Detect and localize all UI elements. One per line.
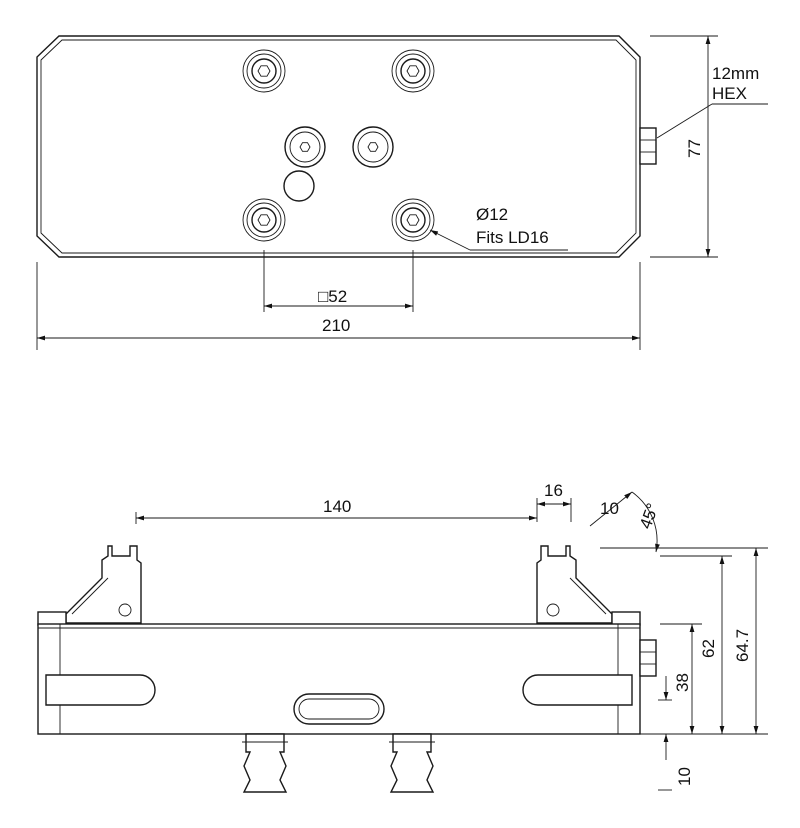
hex-label-line2: HEX: [712, 84, 747, 103]
dim-140-label: 140: [323, 497, 351, 516]
hex-adjuster: [639, 127, 657, 165]
dim-16-label: 16: [544, 481, 563, 500]
side-view: 140 16 10 45° 64.7 62 38 10: [37, 481, 768, 793]
bolt-label-line1: Ø12: [476, 205, 508, 224]
plate-outline: [36, 35, 641, 258]
hex-label-line1: 12mm: [712, 64, 759, 83]
jaw-left: [65, 545, 142, 624]
bolt-bottom-left: [242, 198, 286, 242]
slot-center: [293, 693, 385, 725]
locating-hole: [283, 170, 315, 202]
bolt-top-right: [391, 49, 435, 93]
dim-10-stud-label: 10: [675, 767, 694, 786]
dim-height-label: 77: [685, 139, 704, 158]
top-view: 210 □52 77 12mm HEX Ø12 Fits LD16: [36, 35, 768, 350]
center-screw-left: [284, 126, 326, 168]
center-screw-right: [352, 126, 394, 168]
stud-right: [389, 733, 435, 793]
dim-angle-label: 45°: [636, 501, 663, 532]
dim-10-chamfer-label: 10: [600, 499, 619, 518]
dim-width-label: 210: [322, 316, 350, 335]
bolt-label-line2: Fits LD16: [476, 228, 549, 247]
stud-left: [242, 733, 288, 793]
dim-64-7-label: 64.7: [733, 629, 752, 662]
slot-left: [45, 674, 156, 706]
jaw-right: [536, 545, 613, 624]
dim-62-label: 62: [699, 639, 718, 658]
slot-right: [522, 674, 633, 706]
dim-square-label: □52: [318, 287, 347, 306]
bolt-top-left: [242, 49, 286, 93]
bolt-bottom-right: [391, 198, 435, 242]
dim-38-label: 38: [673, 673, 692, 692]
